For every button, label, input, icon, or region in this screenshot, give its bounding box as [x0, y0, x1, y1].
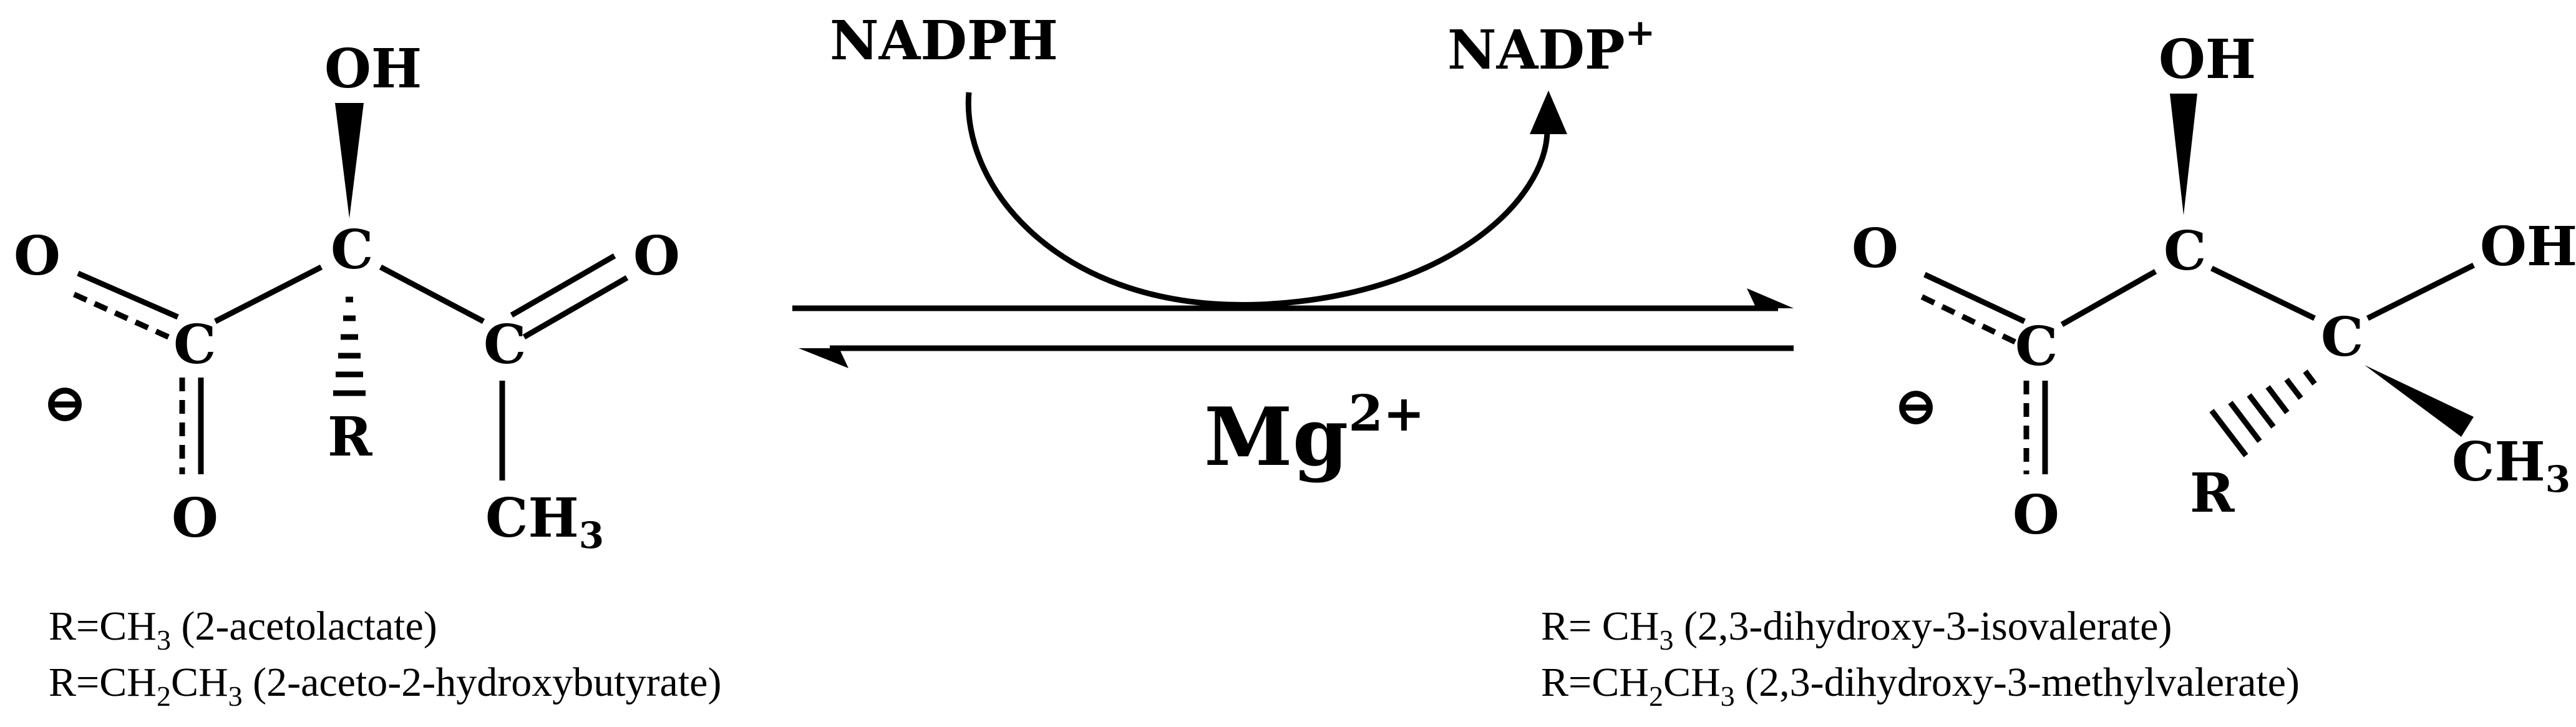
product-structure: OH OH C C C O O R ⊖ CH3	[1852, 28, 2576, 547]
bond-carboxyl-o-top-dashed	[70, 290, 170, 340]
wedge-bond-oh-top	[2170, 94, 2197, 215]
substrate-c-center: C	[331, 218, 373, 281]
product-c-quaternary: C	[2321, 306, 2363, 369]
substrate-r: R	[328, 406, 372, 469]
substrate-o-ketone: O	[633, 225, 680, 288]
bond-carboxyl-o-top-solid	[77, 270, 179, 320]
product-r: R	[2190, 462, 2235, 525]
hash-bond-r	[333, 296, 366, 396]
substrate-charge: ⊖	[42, 371, 87, 434]
product-caption-line-1: R= CH3 (2,3-dihydroxy-3-isovalerate)	[1541, 603, 2172, 656]
cofactor-nadph: NADPH	[830, 9, 1058, 72]
product-oh-right: OH	[2480, 215, 2576, 278]
bond-cquat-oh	[2366, 262, 2476, 321]
product-c-carboxyl: C	[2015, 315, 2058, 378]
cofactor-nadp-plus: NADP+	[1447, 11, 1655, 82]
reaction-arrows	[792, 90, 1794, 368]
substrate-o-carboxyl-bottom: O	[172, 487, 218, 550]
reverse-arrow-head	[799, 348, 848, 368]
bond-p-carboxyl-o-top-dashed	[1917, 292, 2016, 345]
product-captions: R= CH3 (2,3-dihydroxy-3-isovalerate) R=C…	[1541, 603, 2300, 712]
bond-carboxyl-center	[213, 264, 323, 324]
product-caption-line-2: R=CH2CH3 (2,3-dihydroxy-3-methylvalerate…	[1541, 660, 2300, 712]
product-oh-top: OH	[2159, 28, 2256, 91]
forward-arrow-head	[1747, 288, 1794, 308]
substrate-caption-line-2: R=CH2CH3 (2-aceto-2-hydroxybutyrate)	[49, 660, 721, 712]
bond-carboxyl-ctop	[2060, 269, 2157, 327]
wedge-bond-oh	[335, 103, 364, 218]
substrate-structure: OH C C C O O O R ⊖ CH3	[14, 37, 680, 557]
hash-bond-r-product	[2209, 369, 2317, 457]
substrate-oh: OH	[324, 37, 422, 100]
substrate-c-carboxyl: C	[173, 313, 216, 376]
substrate-caption-line-1: R=CH3 (2-acetolactate)	[49, 603, 437, 656]
wedge-bond-ch3	[2365, 365, 2474, 437]
catalyst-mg: Mg2+	[1204, 384, 1425, 484]
substrate-captions: R=CH3 (2-acetolactate) R=CH2CH3 (2-aceto…	[49, 603, 721, 712]
substrate-ch3: CH3	[485, 487, 604, 557]
product-o-carboxyl-top: O	[1852, 217, 1898, 280]
cofactor-arrow-head	[1530, 90, 1567, 134]
cofactor-curved-arrow	[965, 92, 1550, 308]
bond-ctop-cquat	[2210, 265, 2316, 321]
product-c-top: C	[2164, 220, 2206, 283]
bond-p-carboxyl-o-top-solid	[1923, 271, 2026, 324]
product-ch3: CH3	[2452, 431, 2570, 500]
substrate-c-ketone: C	[484, 313, 526, 376]
bond-ketone-o-a	[510, 253, 616, 318]
bond-ketone-o-b	[522, 275, 629, 339]
substrate-o-carboxyl-top: O	[14, 225, 61, 288]
product-o-carboxyl-bottom: O	[2013, 484, 2059, 547]
product-charge: ⊖	[1893, 374, 1938, 437]
bond-center-ketone	[379, 265, 485, 324]
